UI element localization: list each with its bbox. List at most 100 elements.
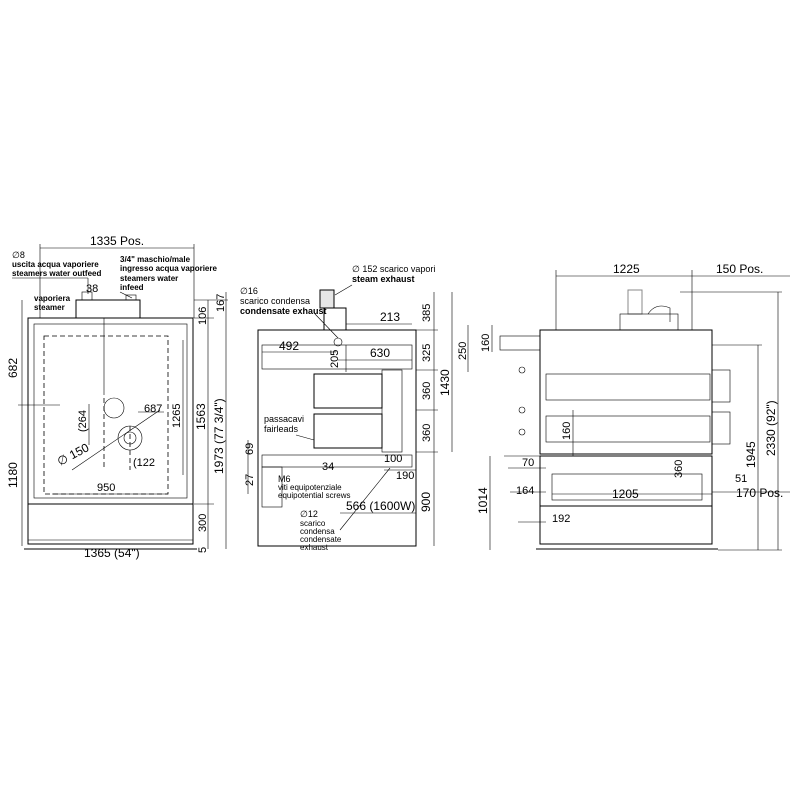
side-top-panel: [261, 344, 413, 370]
dim-630: 630: [370, 346, 390, 360]
dim-250: 250: [457, 342, 469, 360]
side-lower-band: [261, 454, 413, 468]
side-door-frame: [381, 369, 403, 453]
front-door-dashed: [43, 335, 169, 495]
rear-chimney-base: [619, 313, 679, 331]
dim-1945: 1945: [744, 441, 758, 468]
label-m6: M6: [278, 474, 291, 484]
label-water-outfeed-it: uscita acqua vaporiere: [12, 260, 99, 269]
leader-condensate: [314, 313, 339, 339]
leader-cond2: [339, 467, 391, 531]
dim-1973: 1973 (77 3/4"): [212, 398, 226, 474]
label-cond2-c: condensate: [300, 535, 342, 544]
dim-385: 385: [421, 304, 433, 322]
rear-base: [539, 505, 713, 545]
dim-phi150: ∅ 150: [55, 440, 92, 468]
front-outfeed-pipe: [81, 291, 93, 301]
label-cond2-a: scarico: [300, 519, 326, 528]
rear-view: 1225 150 Pos. 160 1014 70 164 192 160 12…: [476, 262, 790, 551]
dim-167: 167: [215, 294, 227, 312]
dim-1365: 1365 (54"): [84, 546, 140, 560]
dim-190: 190: [396, 470, 414, 482]
dim-164: 164: [516, 485, 534, 497]
rear-fitting-2: [518, 406, 526, 414]
label-phi16: ∅16: [240, 286, 258, 296]
dim-1335: 1335 Pos.: [90, 234, 144, 248]
label-condensate-en: condensate exhaust: [240, 306, 327, 316]
rear-chimney-curve: [647, 305, 671, 322]
leader-150: [71, 409, 161, 471]
rear-chamber-2: [545, 415, 711, 443]
dim-38: 38: [86, 283, 98, 295]
label-steamer-it: vaporiera: [34, 294, 71, 303]
label-equi-en: equipotential screws: [278, 491, 350, 500]
dim-360: 360: [673, 460, 685, 478]
label-water-infeed-en2: infeed: [120, 283, 144, 292]
dim-492: 492: [279, 339, 299, 353]
dim-264: (264: [77, 410, 89, 432]
dim-69: 69: [244, 443, 256, 455]
side-chamber-1: [313, 373, 383, 409]
rear-side-box-1: [711, 369, 731, 403]
dim-170pos: 170 Pos.: [736, 486, 783, 500]
dim-122: (122: [133, 457, 155, 469]
front-infeed-pipe: [125, 294, 137, 301]
rear-side-box-2: [711, 411, 731, 445]
label-male: 3/4" maschio/male: [120, 255, 191, 264]
leader-steam: [334, 284, 353, 296]
dim-300: 300: [197, 514, 209, 532]
dim-34: 34: [322, 461, 334, 473]
label-steam-exhaust-en: steam exhaust: [352, 274, 415, 284]
dim-360b: 360: [421, 424, 433, 442]
dim-205: 205: [329, 350, 341, 368]
rear-hood: [499, 335, 541, 351]
dim-160b: 160: [561, 422, 573, 440]
dim-2330: 2330 (92"): [764, 400, 778, 456]
dim-1430: 1430: [438, 369, 452, 396]
rear-chimney: [627, 289, 643, 315]
front-pipe-elbow: [103, 397, 125, 419]
leader-fairleads: [295, 434, 315, 441]
dim-1265: 1265: [171, 404, 183, 428]
dim-687: 687: [144, 403, 162, 415]
dim-1225: 1225: [613, 262, 640, 276]
side-chamber-2: [313, 413, 383, 449]
rear-fitting-1: [518, 366, 526, 374]
dim-950: 950: [97, 482, 115, 494]
side-flue-base: [323, 307, 347, 331]
dim-100: 100: [384, 453, 402, 465]
dim-325: 325: [421, 344, 433, 362]
label-condensate-it: scarico condensa: [240, 296, 310, 306]
front-body-inner: [33, 323, 188, 499]
dim-682: 682: [6, 358, 20, 378]
dim-1205: 1205: [612, 487, 639, 501]
label-phi8: ∅8: [12, 250, 25, 260]
label-steamer-en: steamer: [34, 303, 65, 312]
dim-900: 900: [419, 492, 433, 512]
dim-360a: 360: [421, 382, 433, 400]
dim-5: 5: [197, 547, 209, 553]
rear-chamber-1: [545, 373, 711, 401]
dim-160a: 160: [480, 334, 492, 352]
dim-566: 566 (1600W): [346, 499, 415, 513]
dim-213: 213: [380, 310, 400, 324]
front-steamer-box: [75, 299, 141, 319]
label-fairleads-en: fairleads: [264, 424, 299, 434]
dim-150pos: 150 Pos.: [716, 262, 763, 276]
dim-1180: 1180: [6, 462, 20, 488]
leader-infeed: [119, 291, 133, 299]
dim-51: 51: [735, 473, 747, 485]
rear-proofer-door: [551, 473, 703, 501]
label-water-outfeed-en: steamers water outfeed: [12, 269, 101, 278]
label-water-infeed-en1: steamers water: [120, 274, 178, 283]
dim-192: 192: [552, 513, 570, 525]
label-fairleads-it: passacavi: [264, 414, 304, 424]
side-view: ∅ 152 scarico vapori steam exhaust ∅16 s…: [240, 264, 469, 552]
label-equi-it: viti equipotenziale: [278, 483, 342, 492]
dim-1014: 1014: [476, 487, 490, 514]
dim-70: 70: [522, 457, 534, 469]
dim-1563: 1563: [194, 403, 208, 430]
label-phi12: ∅12: [300, 509, 318, 519]
label-cond2-d: exhaust: [300, 543, 329, 552]
dim-106: 106: [197, 307, 209, 325]
